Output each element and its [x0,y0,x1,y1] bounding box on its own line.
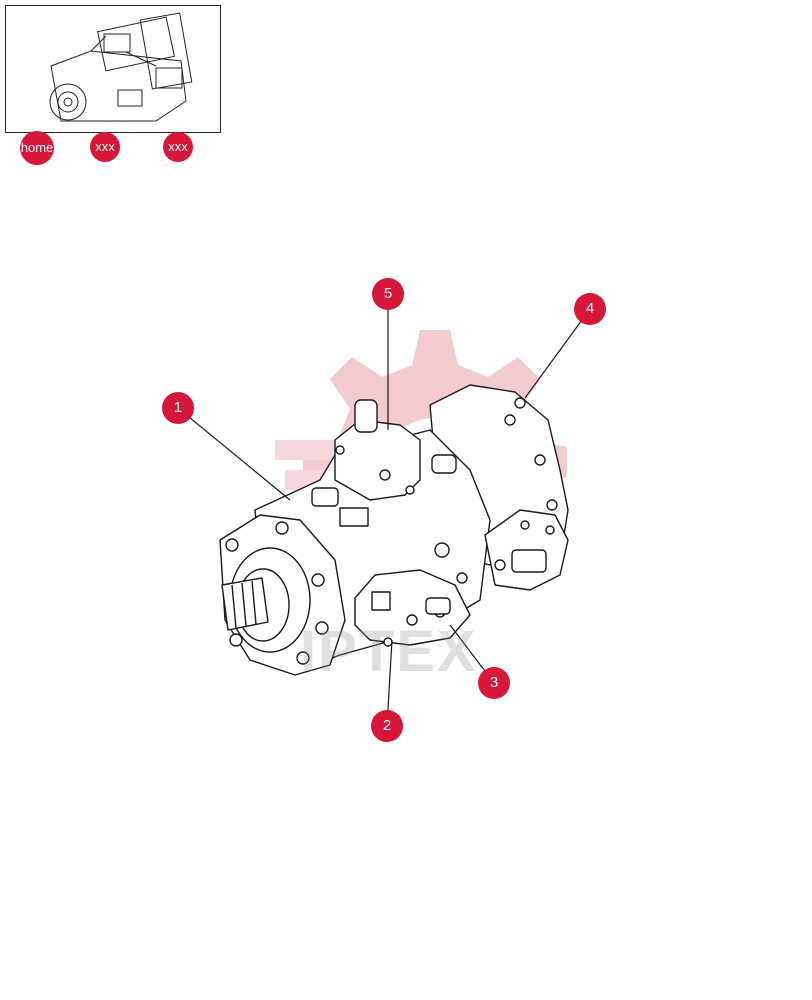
callout-2[interactable]: 2 [371,710,403,742]
home-button[interactable]: home [20,131,54,165]
nav-button-1[interactable]: xxx [90,132,120,162]
nav-button-2[interactable]: xxx [163,132,193,162]
callout-1[interactable]: 1 [162,392,194,424]
hydraulic-pump-thumbnail-icon [49,12,193,122]
leader-lines [177,294,591,727]
callout-5[interactable]: 5 [372,278,404,310]
callout-3[interactable]: 3 [478,667,510,699]
thumbnail-frame[interactable] [5,5,221,133]
hydraulic-pump-drawing [219,384,569,676]
callout-4[interactable]: 4 [574,293,606,325]
watermark-text: IPTEX [300,619,478,684]
